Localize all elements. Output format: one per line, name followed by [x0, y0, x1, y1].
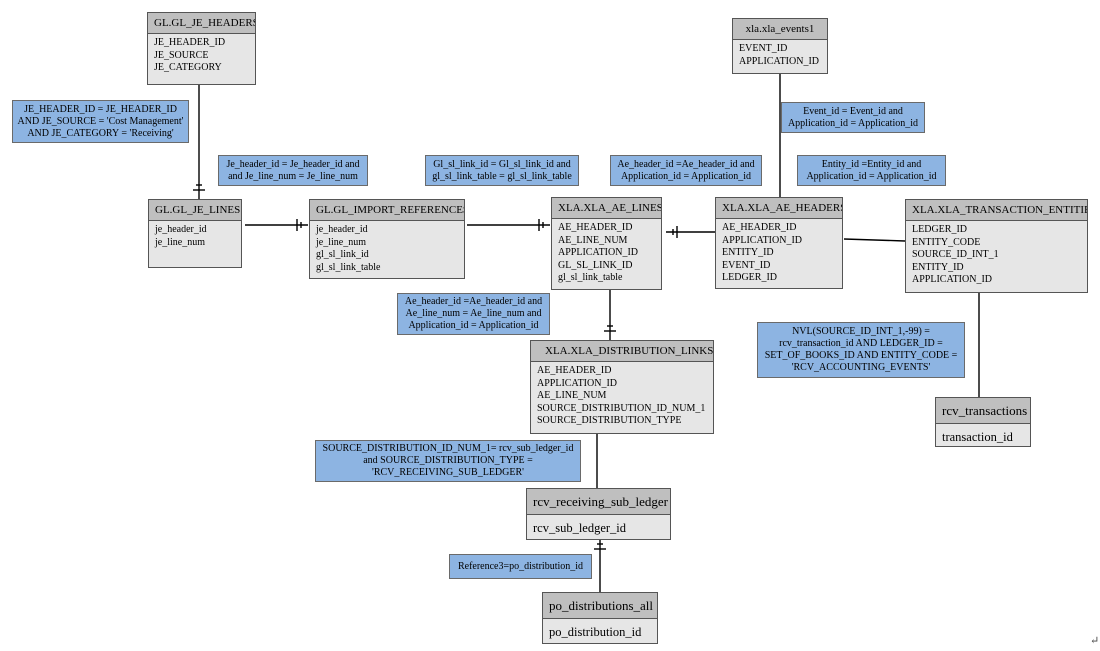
note-line: Ae_line_num = Ae_line_num and	[405, 308, 542, 319]
reference3-join-note: Reference3=po_distribution_id	[449, 554, 592, 579]
table-title: XLA.XLA_DISTRIBUTION_LINKS	[531, 341, 713, 362]
po-distributions-all-table: po_distributions_all po_distribution_id	[542, 592, 658, 644]
table-field: ENTITY_ID	[912, 261, 964, 273]
table-title: po_distributions_all	[543, 593, 657, 619]
note-line: SET_OF_BOOKS_ID AND ENTITY_CODE =	[764, 350, 958, 361]
table-field: je_line_num	[155, 236, 205, 248]
table-field: SOURCE_DISTRIBUTION_TYPE	[537, 415, 682, 426]
table-field: APPLICATION_ID	[912, 274, 992, 285]
note-line: rcv_transaction_id AND LEDGER_ID =	[779, 338, 943, 349]
paragraph-mark-icon: ↵	[1090, 635, 1100, 647]
note-line: Ae_header_id =Ae_header_id and	[404, 296, 543, 307]
sub-ledger-join-note: SOURCE_DISTRIBUTION_ID_NUM_1= rcv_sub_le…	[315, 440, 581, 482]
table-title: xla.xla_events1	[733, 19, 827, 40]
note-line: Ae_header_id =Ae_header_id and	[617, 158, 755, 170]
table-field: SOURCE_DISTRIBUTION_ID_NUM_1	[537, 402, 706, 414]
event-join-note: Event_id = Event_id and Application_id =…	[781, 102, 925, 133]
note-line: and SOURCE_DISTRIBUTION_TYPE =	[363, 455, 533, 466]
dist-links-join-note: Ae_header_id =Ae_header_id and Ae_line_n…	[397, 293, 550, 335]
table-field: AE_LINE_NUM	[558, 234, 628, 246]
table-field: JE_HEADER_ID	[154, 37, 226, 48]
entity-join-note: Entity_id =Entity_id and Application_id …	[797, 155, 946, 186]
table-field: JE_CATEGORY	[154, 62, 222, 73]
table-field: AE_HEADER_ID	[722, 222, 797, 233]
note-line: SOURCE_DISTRIBUTION_ID_NUM_1= rcv_sub_le…	[322, 443, 574, 454]
note-line: AND JE_SOURCE = 'Cost Management'	[17, 115, 184, 127]
table-field: rcv_sub_ledger_id	[533, 521, 627, 535]
table-field: gl_sl_link_id	[316, 249, 369, 260]
table-field: je_header_id	[316, 224, 368, 235]
table-field: ENTITY_ID	[722, 247, 774, 258]
table-field: gl_sl_link_table	[316, 261, 381, 273]
je-lines-join-note: Je_header_id = Je_header_id and and Je_l…	[218, 155, 368, 186]
table-title: XLA.XLA_AE_HEADERS	[716, 198, 842, 219]
gl-je-headers-table: GL.GL_JE_HEADERS JE_HEADER_ID JE_SOURCE …	[147, 12, 256, 85]
note-line: Reference3=po_distribution_id	[457, 560, 584, 572]
table-title: GL.GL_IMPORT_REFERENCES	[310, 200, 464, 221]
table-field: EVENT_ID	[722, 259, 771, 271]
rcv-transactions-table: rcv_transactions transaction_id	[935, 397, 1031, 447]
table-title: XLA.XLA_TRANSACTION_ENTITIES	[906, 200, 1087, 221]
table-title: XLA.XLA_AE_LINES	[552, 198, 661, 219]
table-field: LEDGER_ID	[912, 224, 967, 235]
table-field: je_line_num	[316, 236, 366, 248]
note-line: 'RCV_ACCOUNTING_EVENTS'	[791, 362, 931, 373]
table-field: JE_SOURCE	[154, 49, 209, 61]
note-line: Application_id = Application_id	[806, 170, 937, 182]
note-line: Event_id = Event_id and	[803, 105, 903, 117]
note-line: Application_id = Application_id	[620, 170, 752, 182]
note-line: JE_HEADER_ID = JE_HEADER_ID	[24, 103, 177, 115]
table-title: GL.GL_JE_HEADERS	[148, 13, 255, 34]
note-line: gl_sl_link_table = gl_sl_link_table	[432, 170, 572, 182]
note-line: Gl_sl_link_id = Gl_sl_link_id and	[433, 158, 571, 170]
source-id-join-note: NVL(SOURCE_ID_INT_1,-99) = rcv_transacti…	[757, 322, 965, 378]
table-field: LEDGER_ID	[722, 272, 777, 283]
table-field: po_distribution_id	[549, 625, 642, 639]
note-line: NVL(SOURCE_ID_INT_1,-99) =	[792, 326, 930, 337]
je-headers-join-note: JE_HEADER_ID = JE_HEADER_ID AND JE_SOURC…	[12, 100, 189, 143]
table-field: ENTITY_CODE	[912, 236, 981, 248]
table-title: rcv_transactions	[936, 398, 1030, 424]
xla-ae-headers-table: XLA.XLA_AE_HEADERS AE_HEADER_ID APPLICAT…	[715, 197, 843, 289]
note-line: Je_header_id = Je_header_id and	[226, 158, 360, 170]
xla-distribution-links-table: XLA.XLA_DISTRIBUTION_LINKS AE_HEADER_ID …	[530, 340, 714, 434]
table-field: APPLICATION_ID	[722, 234, 802, 246]
xla-ae-lines-table: XLA.XLA_AE_LINES AE_HEADER_ID AE_LINE_NU…	[551, 197, 662, 290]
table-field: SOURCE_ID_INT_1	[912, 249, 999, 260]
note-line: Entity_id =Entity_id and	[821, 158, 922, 170]
table-field: AE_LINE_NUM	[537, 390, 607, 401]
table-field: AE_HEADER_ID	[558, 222, 633, 233]
table-field: gl_sl_link_table	[558, 272, 623, 283]
xla-transaction-entities-table: XLA.XLA_TRANSACTION_ENTITIES LEDGER_ID E…	[905, 199, 1088, 293]
ae-header-join-note: Ae_header_id =Ae_header_id and Applicati…	[610, 155, 762, 186]
note-line: Application_id = Application_id	[408, 320, 539, 331]
table-title: rcv_receiving_sub_ledger	[527, 489, 670, 515]
table-field: EVENT_ID	[739, 43, 788, 54]
table-field: APPLICATION_ID	[739, 55, 819, 67]
note-line: Application_id = Application_id	[787, 117, 919, 129]
table-field: je_header_id	[155, 224, 207, 235]
note-line: AND JE_CATEGORY = 'Receiving'	[27, 127, 174, 139]
gl-sl-link-join-note: Gl_sl_link_id = Gl_sl_link_id and gl_sl_…	[425, 155, 579, 186]
note-line: 'RCV_RECEIVING_SUB_LEDGER'	[372, 467, 524, 478]
xla-events-table: xla.xla_events1 EVENT_ID APPLICATION_ID	[732, 18, 828, 74]
table-field: AE_HEADER_ID	[537, 365, 612, 376]
table-field: transaction_id	[942, 430, 1013, 444]
table-field: GL_SL_LINK_ID	[558, 259, 633, 271]
table-field: APPLICATION_ID	[537, 377, 617, 389]
table-field: APPLICATION_ID	[558, 247, 638, 258]
gl-je-lines-table: GL.GL_JE_LINES je_header_id je_line_num	[148, 199, 242, 268]
note-line: and Je_line_num = Je_line_num	[228, 170, 358, 182]
gl-import-references-table: GL.GL_IMPORT_REFERENCES je_header_id je_…	[309, 199, 465, 279]
rcv-receiving-sub-ledger-table: rcv_receiving_sub_ledger rcv_sub_ledger_…	[526, 488, 671, 540]
table-title: GL.GL_JE_LINES	[149, 200, 241, 221]
